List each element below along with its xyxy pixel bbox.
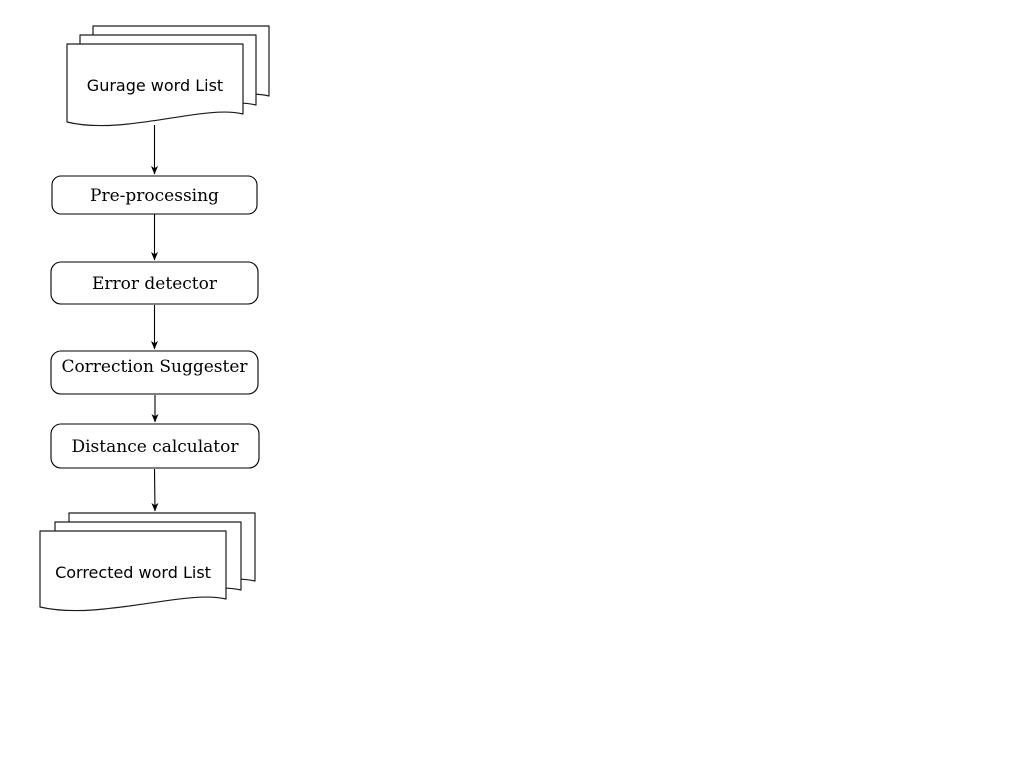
node-label-correction-suggester: Correction Suggester [61,357,248,377]
node-corrected-word-list: Corrected word List [39,512,256,612]
node-correction-suggester: Correction Suggester [50,350,259,395]
document-sheet-front [39,530,227,612]
node-label-pre-processing: Pre-processing [90,186,219,206]
arrow-distance-to-corrected [151,468,159,512]
document-sheet-front [66,43,244,127]
node-gurage-word-list: Gurage word List [66,25,270,127]
node-pre-processing: Pre-processing [51,175,258,215]
node-label-gurage-word-list: Gurage word List [87,76,223,95]
node-label-error-detector: Error detector [92,274,218,294]
node-distance-calculator: Distance calculator [50,423,260,469]
node-label-corrected-word-list: Corrected word List [55,563,211,582]
process-box-distance-calculator [50,423,260,469]
node-label-distance-calculator: Distance calculator [71,437,239,457]
process-box-error-detector [50,261,259,305]
process-box-correction-suggester [50,350,259,395]
node-error-detector: Error detector [50,261,259,305]
